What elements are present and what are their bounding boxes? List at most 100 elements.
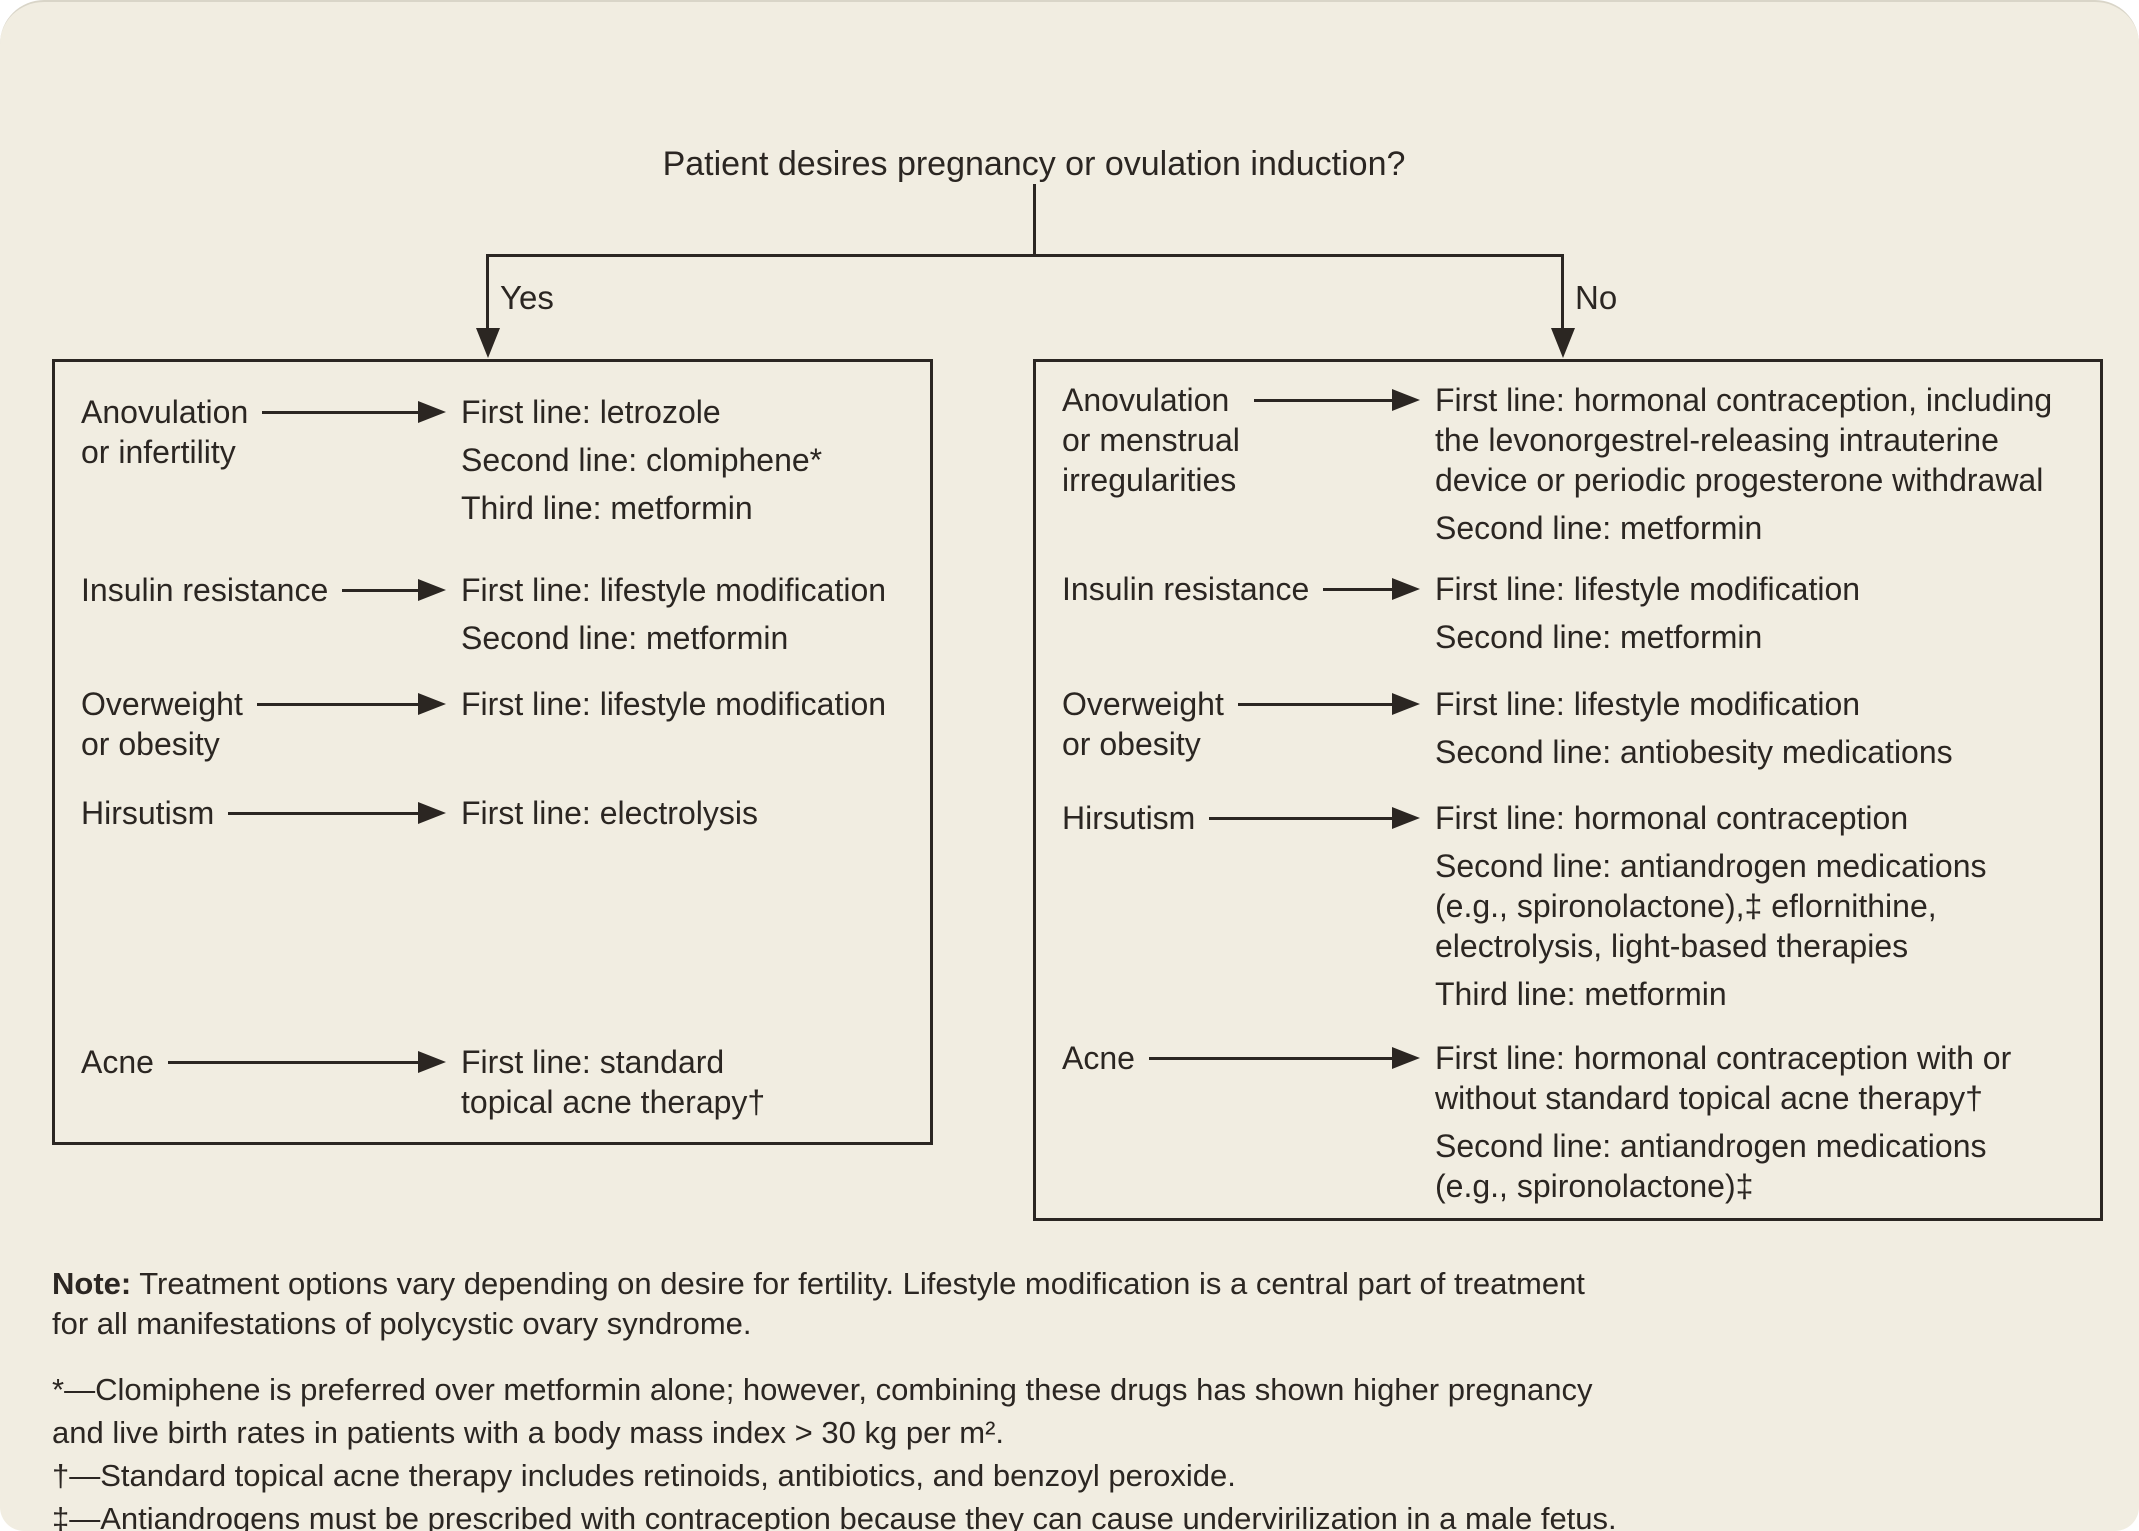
no-branch-label: No bbox=[1575, 279, 1618, 316]
treatment-line: First line: lifestyle modification bbox=[1435, 686, 1861, 722]
treatment-line: (e.g., spironolactone),‡ eflornithine, bbox=[1435, 888, 1937, 924]
treatment-line: topical acne therapy† bbox=[461, 1084, 766, 1120]
arrow-shaft bbox=[342, 588, 418, 592]
arrow-head-icon bbox=[1392, 693, 1420, 715]
note-line: Note: Treatment options vary depending o… bbox=[52, 1264, 2102, 1304]
condition-label-zone: Hirsutism bbox=[81, 793, 446, 833]
note-label: Note: bbox=[52, 1266, 132, 1301]
condition-label-zone: Acne bbox=[81, 1042, 446, 1082]
treatment-item: Second line: metformin bbox=[1435, 617, 2082, 657]
footnote-line: †—Standard topical acne therapy includes… bbox=[52, 1458, 1236, 1493]
arrow-shaft bbox=[256, 702, 418, 706]
treatment-item: Second line: clomiphene* bbox=[461, 440, 910, 480]
condition-label-line: or menstrual bbox=[1062, 422, 1240, 458]
no-arrowhead-icon bbox=[1551, 328, 1575, 358]
decision-question: Patient desires pregnancy or ovulation i… bbox=[662, 145, 1406, 183]
condition-arrow bbox=[262, 392, 446, 432]
note-text: Treatment options vary depending on desi… bbox=[131, 1266, 1585, 1301]
treatment-item: First line: lifestyle modification bbox=[1435, 684, 2082, 724]
condition-row: Overweight or obesity First line: lifestyl… bbox=[81, 684, 910, 764]
condition-row: Hirsutism First line: electrolysis bbox=[81, 793, 910, 833]
treatment-line: without standard topical acne therapy† bbox=[1435, 1080, 1983, 1116]
condition-label: Overweight or obesity bbox=[81, 684, 243, 764]
condition-arrow bbox=[228, 793, 446, 833]
condition-label-line: Overweight bbox=[81, 686, 243, 722]
condition-label-line: Hirsutism bbox=[1062, 800, 1196, 836]
arrow-head-icon bbox=[418, 802, 446, 824]
condition-arrow bbox=[1148, 1038, 1420, 1078]
arrow-head-icon bbox=[1392, 578, 1420, 600]
condition-row: Insulin resistance First line: lifestyle … bbox=[81, 570, 910, 658]
yes-branch-line bbox=[486, 254, 489, 334]
arrow-head-icon bbox=[1392, 389, 1420, 411]
treatment-line: Second line: antiandrogen medications bbox=[1435, 848, 1987, 884]
treatment-item: First line: lifestyle modification bbox=[461, 684, 910, 724]
treatment-item: First line: hormonal contraception, incl… bbox=[1435, 380, 2082, 500]
condition-label-line: Acne bbox=[81, 1044, 154, 1080]
treatment-list: First line: electrolysis bbox=[461, 793, 910, 833]
question-stem-line bbox=[1033, 184, 1036, 255]
condition-label-zone: Overweight or obesity bbox=[81, 684, 446, 764]
arrow-head-icon bbox=[1392, 807, 1420, 829]
branch-horizontal-line bbox=[486, 254, 1564, 257]
footnote-line: ‡—Antiandrogens must be prescribed with … bbox=[52, 1501, 1617, 1531]
footnote-line: and live birth rates in patients with a … bbox=[52, 1415, 1005, 1450]
condition-arrow bbox=[1253, 380, 1420, 420]
treatment-line: Second line: metformin bbox=[461, 620, 789, 656]
footnote-section: Note: Treatment options vary depending o… bbox=[52, 1264, 2102, 1531]
yes-branch-label: Yes bbox=[500, 279, 554, 316]
condition-row: Insulin resistance First line: lifestyle … bbox=[1062, 569, 2082, 657]
treatment-line: Third line: metformin bbox=[461, 490, 753, 526]
treatment-line: First line: hormonal contraception with … bbox=[1435, 1040, 2012, 1076]
treatment-item: First line: hormonal contraception with … bbox=[1435, 1038, 2082, 1118]
treatment-line: device or periodic progesterone withdraw… bbox=[1435, 462, 2044, 498]
condition-label-line: Insulin resistance bbox=[1062, 571, 1310, 607]
condition-label-zone: Insulin resistance bbox=[81, 570, 446, 610]
arrow-head-icon bbox=[418, 693, 446, 715]
footnote-entry: ‡—Antiandrogens must be prescribed with … bbox=[52, 1497, 2102, 1531]
arrow-head-icon bbox=[418, 401, 446, 423]
treatment-line: Third line: metformin bbox=[1435, 976, 1727, 1012]
treatment-item: First line: hormonal contraception bbox=[1435, 798, 2082, 838]
condition-label-zone: Acne bbox=[1062, 1038, 1420, 1078]
treatment-item: First line: letrozole bbox=[461, 392, 910, 432]
treatment-item: Third line: metformin bbox=[1435, 974, 2082, 1014]
arrow-head-icon bbox=[1392, 1047, 1420, 1069]
condition-label-line: or obesity bbox=[81, 726, 220, 762]
condition-arrow bbox=[342, 570, 446, 610]
condition-label: Hirsutism bbox=[81, 793, 214, 833]
note-block: Note: Treatment options vary depending o… bbox=[52, 1264, 2102, 1344]
condition-arrow bbox=[256, 684, 446, 724]
arrow-shaft bbox=[228, 811, 418, 815]
arrow-shaft bbox=[1253, 398, 1392, 402]
condition-arrow bbox=[1323, 569, 1420, 609]
treatment-line: First line: lifestyle modification bbox=[461, 572, 887, 608]
condition-label-line: irregularities bbox=[1062, 462, 1237, 498]
condition-label-line: Anovulation bbox=[81, 394, 249, 430]
condition-label-line: Hirsutism bbox=[81, 795, 215, 831]
treatment-list: First line: hormonal contraception with … bbox=[1435, 1038, 2082, 1206]
treatment-line: First line: hormonal contraception bbox=[1435, 800, 1909, 836]
footnote-entry: *—Clomiphene is preferred over metformin… bbox=[52, 1368, 2102, 1454]
condition-label-line: Overweight bbox=[1062, 686, 1224, 722]
treatment-line: Second line: metformin bbox=[1435, 510, 1763, 546]
condition-label-line: Insulin resistance bbox=[81, 572, 329, 608]
treatment-list: First line: hormonal contraception, incl… bbox=[1435, 380, 2082, 548]
arrow-shaft bbox=[1323, 587, 1392, 591]
treatment-item: Second line: antiandrogen medications (e.… bbox=[1435, 846, 2082, 966]
condition-label: Insulin resistance bbox=[1062, 569, 1309, 609]
arrow-shaft bbox=[1209, 816, 1392, 820]
